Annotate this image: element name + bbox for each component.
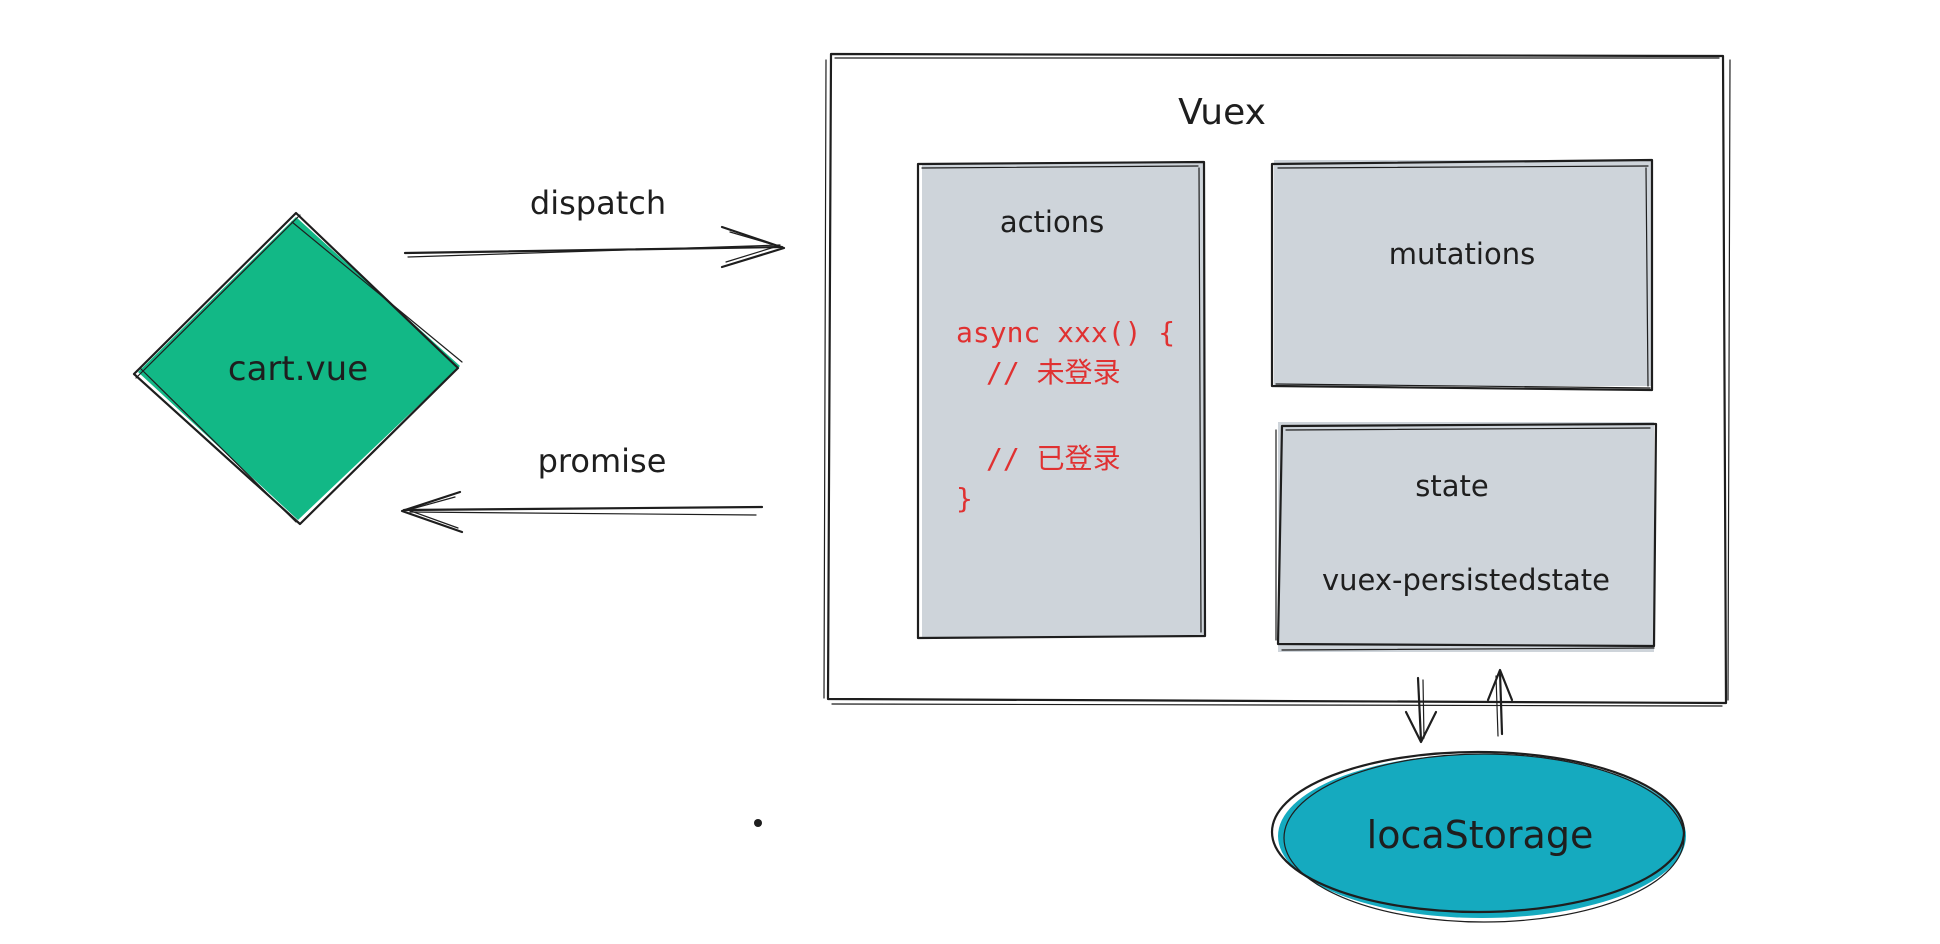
- promise-label: promise: [538, 442, 667, 480]
- cart-vue-label: cart.vue: [228, 349, 368, 389]
- actions-title: actions: [1000, 205, 1104, 239]
- promise-edge: promise: [400, 442, 764, 534]
- actions-code: async xxx() { // 未登录 // 已登录 }: [956, 316, 1192, 515]
- code-line: // 已登录: [986, 442, 1121, 475]
- dispatch-edge: dispatch: [403, 184, 786, 269]
- state-panel: state vuex-persistedstate: [1275, 422, 1658, 652]
- code-line: async xxx() {: [956, 316, 1175, 349]
- localstorage-ellipse: [1278, 754, 1686, 918]
- mutations-title: mutations: [1389, 237, 1535, 271]
- mutations-panel: mutations: [1270, 158, 1654, 392]
- localstorage-node: locaStorage: [1270, 750, 1686, 923]
- vuex-title: Vuex: [1178, 92, 1266, 133]
- localstorage-label: locaStorage: [1367, 813, 1594, 857]
- cart-vue-diamond: [138, 217, 460, 520]
- code-line: // 未登录: [986, 356, 1121, 389]
- dispatch-label: dispatch: [530, 184, 666, 222]
- state-plugin-label: vuex-persistedstate: [1322, 563, 1610, 597]
- state-title: state: [1415, 469, 1488, 503]
- vuex-container: Vuex: [823, 52, 1731, 707]
- persist-arrows: [1404, 668, 1514, 744]
- code-line: }: [956, 482, 973, 515]
- actions-panel: actions async xxx() { // 未登录 // 已登录 }: [916, 160, 1207, 640]
- stray-dot: [754, 819, 762, 827]
- cart-vue-node: cart.vue: [132, 211, 463, 526]
